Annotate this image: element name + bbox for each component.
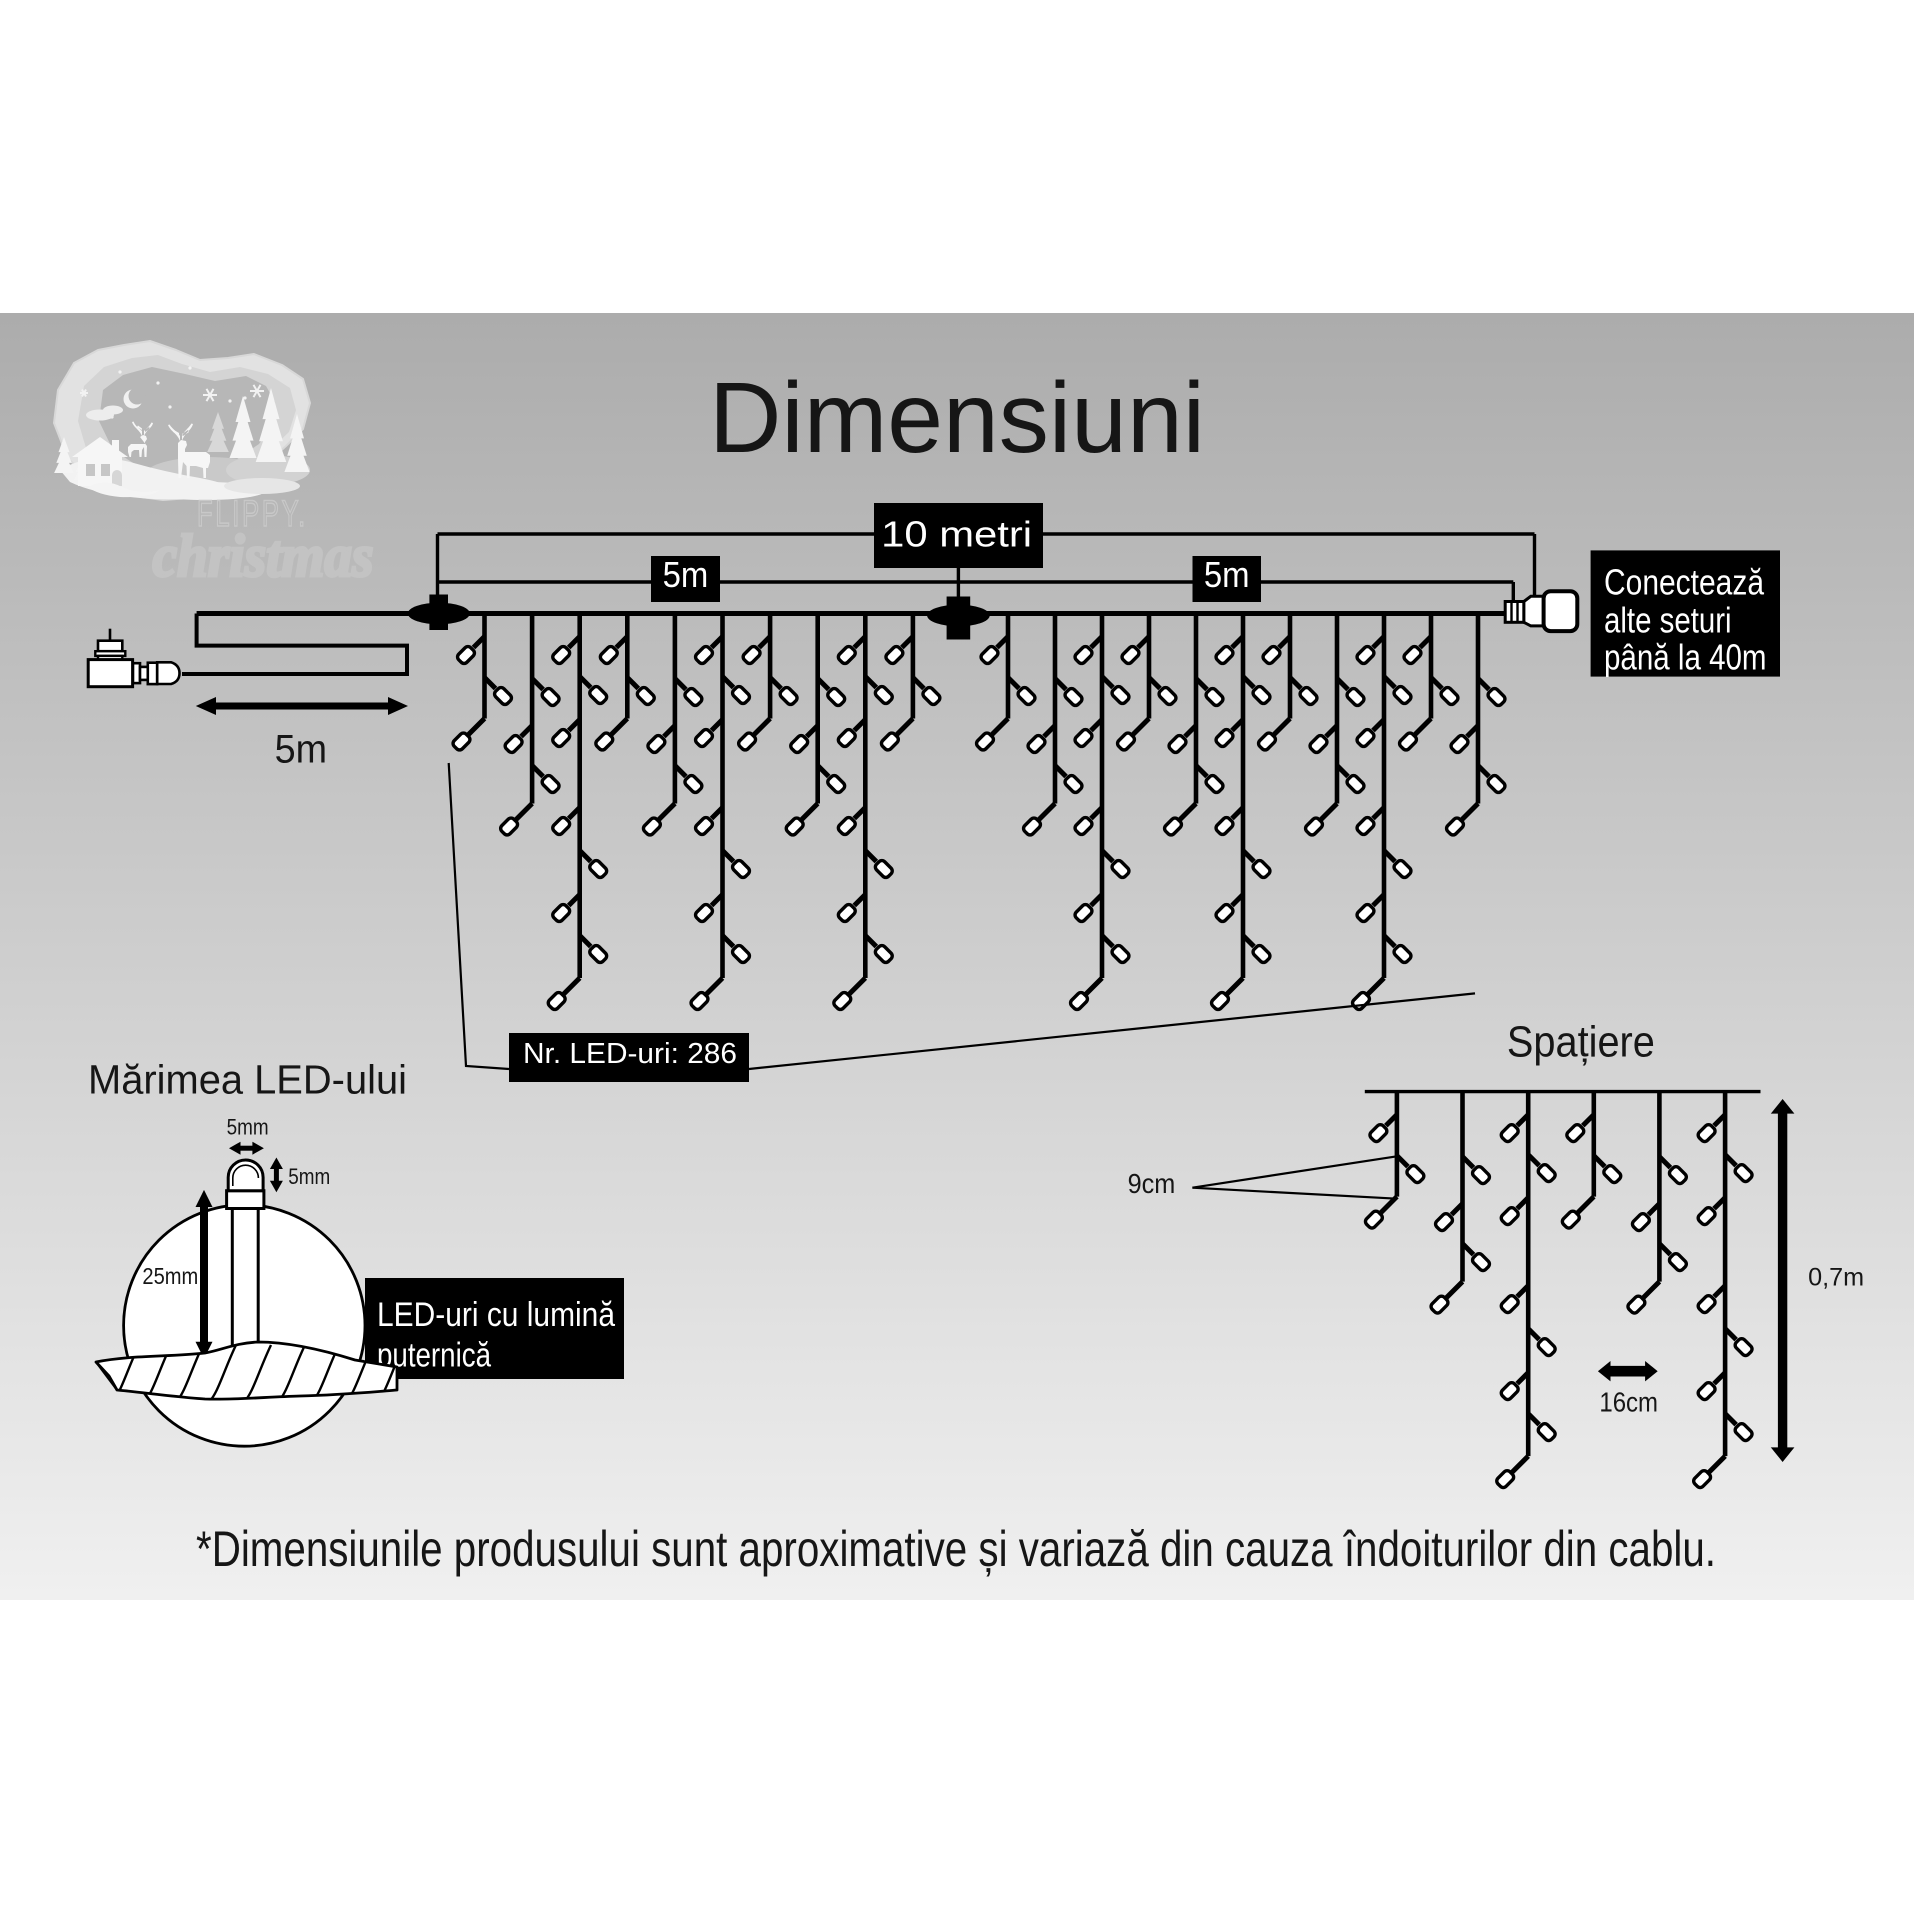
svg-text:FLIPPY.: FLIPPY. <box>197 493 308 534</box>
svg-text:alte seturi: alte seturi <box>1604 599 1732 640</box>
svg-text:10 metri: 10 metri <box>881 514 1032 555</box>
svg-text:0,7m: 0,7m <box>1808 1263 1864 1291</box>
svg-text:*Dimensiunile produsului sunt: *Dimensiunile produsului sunt aproximati… <box>196 1521 1716 1577</box>
svg-text:9cm: 9cm <box>1128 1168 1176 1199</box>
svg-text:până la 40m: până la 40m <box>1604 636 1767 677</box>
svg-text:5m: 5m <box>663 554 709 595</box>
svg-text:Mărimea LED-ului: Mărimea LED-ului <box>88 1057 407 1103</box>
svg-text:5m: 5m <box>1204 554 1250 595</box>
svg-text:Nr. LED-uri: 286: Nr. LED-uri: 286 <box>523 1038 737 1070</box>
svg-text:Conectează: Conectează <box>1604 562 1765 603</box>
svg-text:25mm: 25mm <box>142 1263 198 1289</box>
svg-text:5mm: 5mm <box>227 1115 269 1140</box>
svg-text:Spațiere: Spațiere <box>1507 1018 1655 1067</box>
svg-text:Dimensiuni: Dimensiuni <box>709 362 1205 474</box>
svg-text:LED-uri cu lumină: LED-uri cu lumină <box>377 1296 615 1334</box>
svg-text:5m: 5m <box>275 728 327 772</box>
svg-text:christmas: christmas <box>153 523 374 589</box>
svg-text:5mm: 5mm <box>288 1164 330 1189</box>
svg-text:16cm: 16cm <box>1599 1387 1658 1418</box>
